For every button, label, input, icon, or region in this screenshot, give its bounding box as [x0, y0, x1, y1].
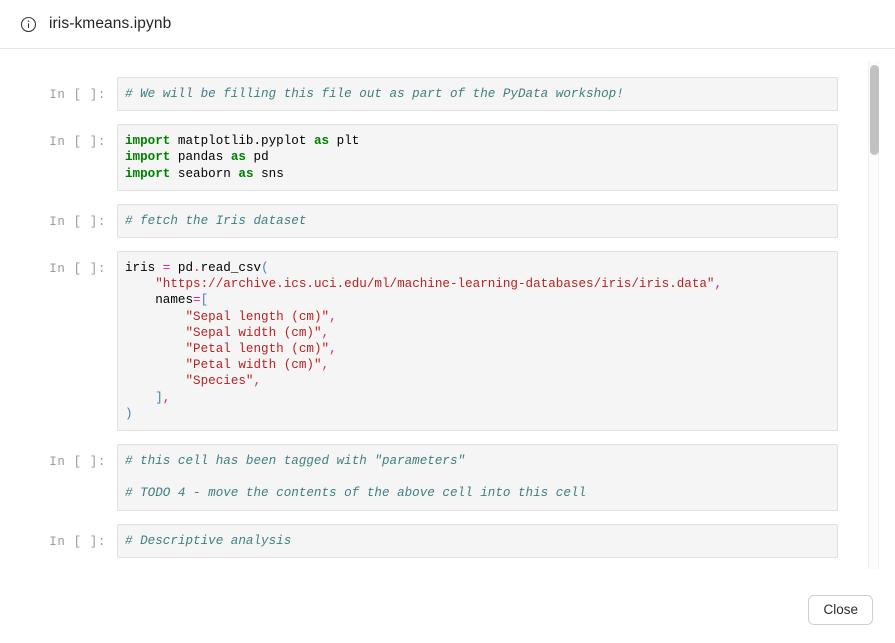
scrollbar-thumb[interactable] [870, 65, 879, 155]
cell-prompt: In [ ]: [49, 135, 106, 150]
notebook-cell[interactable]: In [ ]: import matplotlib.pyplot as plt i… [0, 124, 856, 191]
vertical-scrollbar[interactable] [868, 61, 879, 569]
cell-input-area[interactable]: import matplotlib.pyplot as plt import p… [117, 124, 838, 191]
title-bar: iris-kmeans.ipynb [0, 0, 895, 49]
cell-prompt: In [ ]: [49, 262, 106, 277]
notebook-cell[interactable]: In [ ]: # this cell has been tagged with … [0, 444, 856, 511]
cell-input-area[interactable]: # this cell has been tagged with "parame… [117, 444, 838, 511]
cell-input-area[interactable]: # fetch the Iris dataset [117, 203, 838, 239]
notebook-cell[interactable]: In [ ]: # Descriptive analysis [0, 523, 856, 558]
notebook-cell-list: In [ ]: # We will be filling this file ou… [0, 49, 856, 569]
notebook-cell[interactable]: In [ ]: # We will be filling this file ou… [0, 77, 856, 112]
cell-input-area[interactable]: iris = pd.read_csv( "https://archive.ics… [117, 251, 838, 432]
notebook-area: In [ ]: # We will be filling this file ou… [0, 49, 895, 643]
cell-prompt: In [ ]: [49, 214, 106, 229]
cell-input-area[interactable]: # We will be filling this file out as pa… [117, 77, 838, 112]
notebook-cell[interactable]: In [ ]: # fetch the Iris dataset [0, 203, 856, 239]
cell-input-area[interactable]: # Descriptive analysis [117, 523, 838, 558]
cell-source[interactable]: # We will be filling this file out as pa… [125, 87, 624, 101]
cell-prompt: In [ ]: [49, 534, 106, 549]
cell-source[interactable]: # Descriptive analysis [125, 533, 292, 548]
notebook-cell[interactable]: In [ ]: iris = pd.read_csv( "https://arch… [0, 251, 856, 432]
cell-source[interactable]: iris = pd.read_csv( "https://archive.ics… [125, 261, 723, 421]
cell-prompt: In [ ]: [49, 88, 106, 102]
close-button[interactable]: Close [808, 595, 873, 625]
cell-source[interactable]: # this cell has been tagged with "parame… [125, 454, 587, 501]
cell-source[interactable]: import matplotlib.pyplot as plt import p… [125, 134, 360, 181]
cell-source[interactable]: # fetch the Iris dataset [125, 213, 307, 228]
cell-prompt: In [ ]: [49, 455, 106, 470]
page-title: iris-kmeans.ipynb [49, 15, 172, 32]
info-circle-icon [20, 16, 37, 33]
